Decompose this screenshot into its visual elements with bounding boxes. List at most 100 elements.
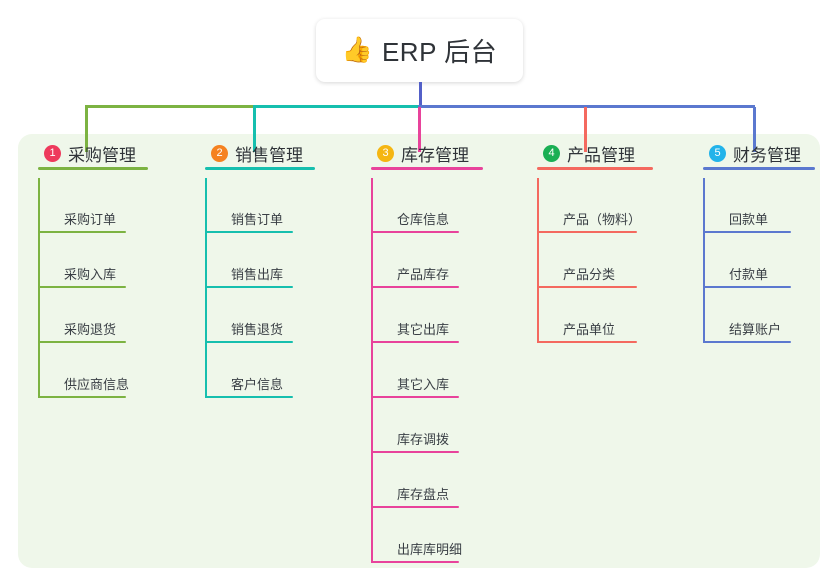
leaf-underline xyxy=(205,396,293,398)
leaf-item[interactable]: 结算账户 xyxy=(703,288,801,343)
branch-1: 1 采购管理采购订单采购入库采购退货供应商信息 xyxy=(38,140,148,398)
leaf-label: 供应商信息 xyxy=(64,377,130,392)
branch-header-5[interactable]: 5 财务管理 xyxy=(703,140,815,170)
leaf-underline xyxy=(38,231,126,233)
leaf-underline xyxy=(371,506,459,508)
leaf-label: 付款单 xyxy=(729,267,769,282)
leaf-underline xyxy=(537,341,637,343)
drop-1 xyxy=(85,107,88,152)
leaf-underline xyxy=(537,286,637,288)
leaf-label: 采购订单 xyxy=(64,212,117,227)
leaf-underline xyxy=(703,286,791,288)
bus-teal xyxy=(253,105,419,108)
drop-4 xyxy=(584,107,587,152)
leaf-label: 库存调拨 xyxy=(397,432,450,447)
leaf-underline xyxy=(38,341,126,343)
branch-title-5: 财务管理 xyxy=(733,145,801,165)
leaf-label: 出库库明细 xyxy=(397,542,463,557)
branch-badge-1: 1 xyxy=(44,144,61,162)
branch-title-4: 产品管理 xyxy=(567,145,635,165)
branch-underline-3 xyxy=(371,167,483,170)
branch-title-2: 销售管理 xyxy=(235,145,303,165)
leaf-underline xyxy=(703,341,791,343)
branch-badge-4: 4 xyxy=(543,144,560,162)
branch-spine-4 xyxy=(537,178,539,343)
leaf-item[interactable]: 采购订单 xyxy=(38,178,136,233)
leaf-item[interactable]: 产品（物料） xyxy=(537,178,641,233)
leaf-underline xyxy=(205,286,293,288)
leaf-item[interactable]: 产品单位 xyxy=(537,288,637,343)
leaf-item[interactable]: 回款单 xyxy=(703,178,801,233)
leaf-item[interactable]: 采购退货 xyxy=(38,288,136,343)
leaf-underline xyxy=(38,396,126,398)
leaf-item[interactable]: 销售出库 xyxy=(205,233,303,288)
leaf-label: 其它入库 xyxy=(397,377,450,392)
leaf-label: 库存盘点 xyxy=(397,487,450,502)
leaf-underline xyxy=(371,561,459,563)
trunk-line xyxy=(419,82,422,107)
branch-underline-4 xyxy=(537,167,653,170)
branch-underline-1 xyxy=(38,167,148,170)
leaf-item[interactable]: 付款单 xyxy=(703,233,801,288)
leaf-item[interactable]: 产品分类 xyxy=(537,233,637,288)
leaf-item[interactable]: 销售订单 xyxy=(205,178,303,233)
branch-leaves-2: 销售订单销售出库销售退货客户信息 xyxy=(205,178,303,398)
leaf-item[interactable]: 其它出库 xyxy=(371,288,469,343)
branch-header-1[interactable]: 1 采购管理 xyxy=(38,140,148,170)
leaf-underline xyxy=(371,231,459,233)
leaf-underline xyxy=(703,231,791,233)
leaf-label: 销售出库 xyxy=(231,267,284,282)
leaf-label: 结算账户 xyxy=(729,322,782,337)
thumbs-up-icon: 👍 xyxy=(341,36,373,64)
leaf-item[interactable]: 库存调拨 xyxy=(371,398,469,453)
drop-5 xyxy=(753,107,756,152)
leaf-label: 采购入库 xyxy=(64,267,117,282)
branch-badge-3: 3 xyxy=(377,144,394,162)
branch-header-4[interactable]: 4 产品管理 xyxy=(537,140,653,170)
root-title: ERP 后台 xyxy=(381,37,498,67)
branch-header-2[interactable]: 2 销售管理 xyxy=(205,140,315,170)
leaf-item[interactable]: 出库库明细 xyxy=(371,508,469,563)
leaf-item[interactable]: 销售退货 xyxy=(205,288,303,343)
branch-title-3: 库存管理 xyxy=(401,145,469,165)
leaf-label: 客户信息 xyxy=(231,377,284,392)
leaf-underline xyxy=(371,286,459,288)
branch-3: 3 库存管理仓库信息产品库存其它出库其它入库库存调拨库存盘点出库库明细 xyxy=(371,140,483,563)
branch-leaves-4: 产品（物料） 产品分类产品单位 xyxy=(537,178,641,343)
branch-spine-3 xyxy=(371,178,373,563)
leaf-label: 其它出库 xyxy=(397,322,450,337)
branches-panel xyxy=(18,134,820,568)
branch-leaves-1: 采购订单采购入库采购退货供应商信息 xyxy=(38,178,136,398)
leaf-label: 产品单位 xyxy=(563,322,616,337)
drop-2 xyxy=(253,107,256,152)
leaf-label: 产品（物料） xyxy=(563,212,642,227)
leaf-label: 仓库信息 xyxy=(397,212,450,227)
drop-3 xyxy=(418,107,421,152)
leaf-underline xyxy=(371,396,459,398)
leaf-underline xyxy=(537,231,637,233)
branch-underline-2 xyxy=(205,167,315,170)
leaf-label: 产品分类 xyxy=(563,267,616,282)
leaf-underline xyxy=(38,286,126,288)
branch-header-3[interactable]: 3 库存管理 xyxy=(371,140,483,170)
leaf-label: 采购退货 xyxy=(64,322,117,337)
bus-blue xyxy=(418,105,755,108)
leaf-item[interactable]: 客户信息 xyxy=(205,343,303,398)
leaf-underline xyxy=(371,451,459,453)
leaf-item[interactable]: 库存盘点 xyxy=(371,453,469,508)
leaf-item[interactable]: 产品库存 xyxy=(371,233,469,288)
leaf-label: 销售订单 xyxy=(231,212,284,227)
leaf-underline xyxy=(205,341,293,343)
leaf-item[interactable]: 采购入库 xyxy=(38,233,136,288)
branch-title-1: 采购管理 xyxy=(68,145,136,165)
branch-badge-5: 5 xyxy=(709,144,726,162)
branch-badge-2: 2 xyxy=(211,144,228,162)
leaf-label: 销售退货 xyxy=(231,322,284,337)
root-node[interactable]: 👍 ERP 后台 xyxy=(316,19,523,82)
leaf-item[interactable]: 其它入库 xyxy=(371,343,469,398)
leaf-label: 产品库存 xyxy=(397,267,450,282)
branch-5: 5 财务管理回款单付款单结算账户 xyxy=(703,140,815,343)
branch-leaves-5: 回款单付款单结算账户 xyxy=(703,178,801,343)
leaf-item[interactable]: 仓库信息 xyxy=(371,178,469,233)
leaf-item[interactable]: 供应商信息 xyxy=(38,343,136,398)
